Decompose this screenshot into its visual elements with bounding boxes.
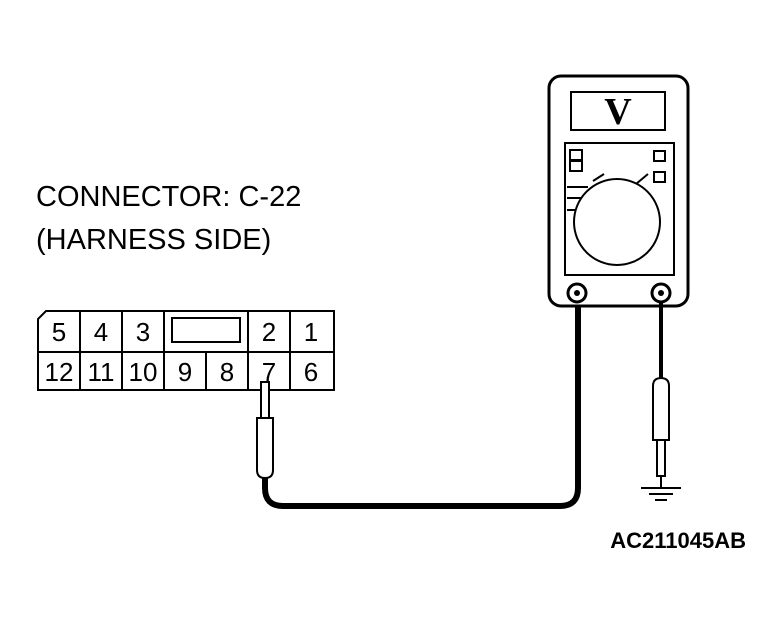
connector-title-line2: (HARNESS SIDE) — [36, 224, 271, 256]
pin-label: 10 — [129, 357, 158, 387]
pin-label: 1 — [304, 317, 318, 347]
meter-indicator — [653, 150, 666, 162]
pin-label: 9 — [178, 357, 192, 387]
probe-pin-7 — [256, 381, 274, 480]
meter-selector-dial — [573, 178, 661, 266]
ground-icon — [641, 476, 681, 501]
pin-label: 6 — [304, 357, 318, 387]
pin-label: 11 — [88, 357, 115, 387]
meter-unit-label: V — [604, 91, 632, 133]
meter-indicator — [569, 149, 583, 161]
connector-title-line1: CONNECTOR: C-22 — [36, 181, 301, 213]
test-lead-wire — [262, 294, 581, 509]
meter-indicator — [569, 160, 583, 172]
probe-handle — [256, 417, 274, 480]
probe-tip — [260, 381, 270, 419]
connector-outline — [37, 310, 335, 391]
pin-label: 3 — [136, 317, 150, 347]
probe-ground — [652, 376, 670, 477]
pin-label: 12 — [45, 357, 74, 387]
pin-label: 2 — [262, 317, 276, 347]
connector-top-row-labels: 5 4 3 2 1 — [52, 317, 318, 347]
pin-label: 7 — [262, 357, 276, 387]
multimeter: V — [547, 74, 690, 308]
probe-tip — [656, 439, 666, 477]
connector-c22 — [37, 310, 335, 391]
meter-display — [570, 91, 666, 131]
meter-indicator — [653, 171, 666, 183]
pin-label: 4 — [94, 317, 108, 347]
pin-label: 8 — [220, 357, 234, 387]
figure-code: AC211045AB — [610, 528, 746, 553]
connector-lock-slot — [171, 317, 241, 343]
connector-bottom-row-labels: 12 11 10 9 8 7 6 — [45, 357, 319, 387]
probe-handle — [652, 376, 670, 441]
pin-label: 5 — [52, 317, 66, 347]
